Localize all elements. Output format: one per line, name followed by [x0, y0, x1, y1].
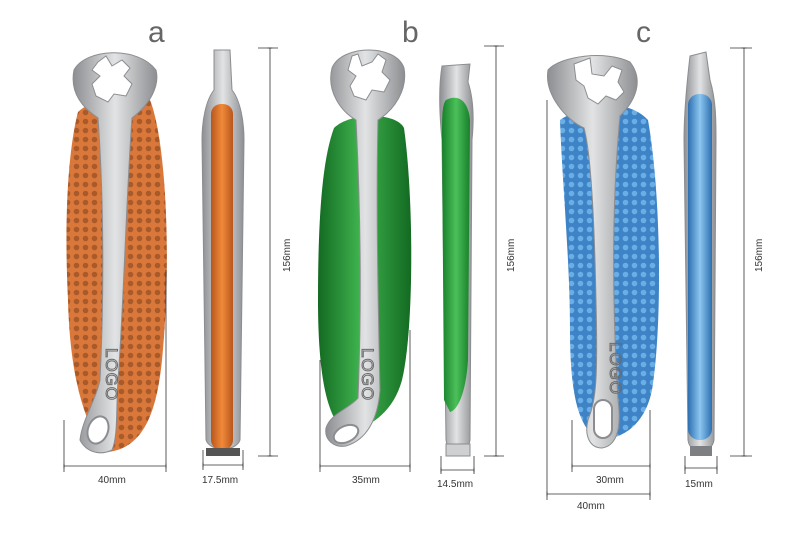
variant-a-height-label: 156mm	[282, 239, 293, 272]
variant-b-front-view: LOGO	[318, 49, 412, 447]
variant-a-width-dimension: 40mm	[63, 270, 167, 486]
variant-a-height-dimension: 156mm	[258, 47, 293, 457]
variant-a-front-view: LOGO	[66, 52, 167, 454]
variant-a-side-width-label: 17.5mm	[202, 475, 238, 486]
variant-b-letter: b	[402, 16, 419, 49]
variant-c-side-grip	[688, 94, 712, 440]
variant-a-hanging-hole	[86, 415, 110, 445]
variant-a-letter: a	[148, 16, 165, 49]
variant-c-metal-spine	[547, 55, 638, 449]
variant-c-width-label: 30mm	[596, 475, 624, 486]
variant-c-side-width-label: 15mm	[685, 479, 713, 490]
variant-c-front-view: LOGO	[547, 55, 660, 449]
variant-b-height-label: 156mm	[506, 239, 517, 272]
variant-b-hanging-hole	[332, 423, 360, 445]
variant-c-height-dimension: 156mm	[730, 47, 765, 457]
variant-a: a LOGO 40mm	[63, 16, 293, 486]
variant-c-letter: c	[636, 16, 651, 49]
variant-a-logo: LOGO	[102, 348, 121, 401]
variant-c-side-width-dimension: 15mm	[684, 456, 718, 490]
variant-b-height-dimension: 156mm	[484, 45, 517, 457]
variant-a-width-label: 40mm	[98, 475, 126, 486]
variant-a-metal-spine	[72, 52, 158, 454]
variant-c-outer-width-dimension: 40mm	[546, 100, 651, 512]
variant-c: c LOGO 30mm 40mm	[546, 16, 765, 512]
variant-a-side-grip	[211, 104, 233, 450]
variant-c-wrench-opening	[573, 57, 625, 105]
variant-a-wrench-opening	[91, 55, 133, 103]
variant-b-side-grip	[442, 97, 470, 413]
variant-c-height-label: 156mm	[754, 239, 765, 272]
variant-a-side-view	[201, 49, 245, 456]
variant-b-width-label: 35mm	[352, 475, 380, 486]
variant-b-logo: LOGO	[358, 348, 377, 401]
variant-b-side-width-dimension: 14.5mm	[437, 456, 475, 490]
variant-b: b LOGO 35mm 14.5mm	[318, 16, 517, 490]
variant-b-wrench-opening	[347, 53, 391, 101]
variant-c-outer-width-label: 40mm	[577, 501, 605, 512]
variant-b-metal-spine	[325, 49, 406, 447]
variant-b-side-width-label: 14.5mm	[437, 479, 473, 490]
variant-c-side-view	[683, 51, 717, 456]
variant-c-hanging-hole	[593, 399, 613, 439]
variant-a-side-width-dimension: 17.5mm	[202, 450, 244, 486]
variant-b-width-dimension: 35mm	[319, 330, 411, 486]
variant-c-logo: LOGO	[606, 342, 625, 395]
variant-c-width-dimension: 30mm	[571, 410, 651, 486]
variant-b-side-view	[439, 63, 474, 457]
